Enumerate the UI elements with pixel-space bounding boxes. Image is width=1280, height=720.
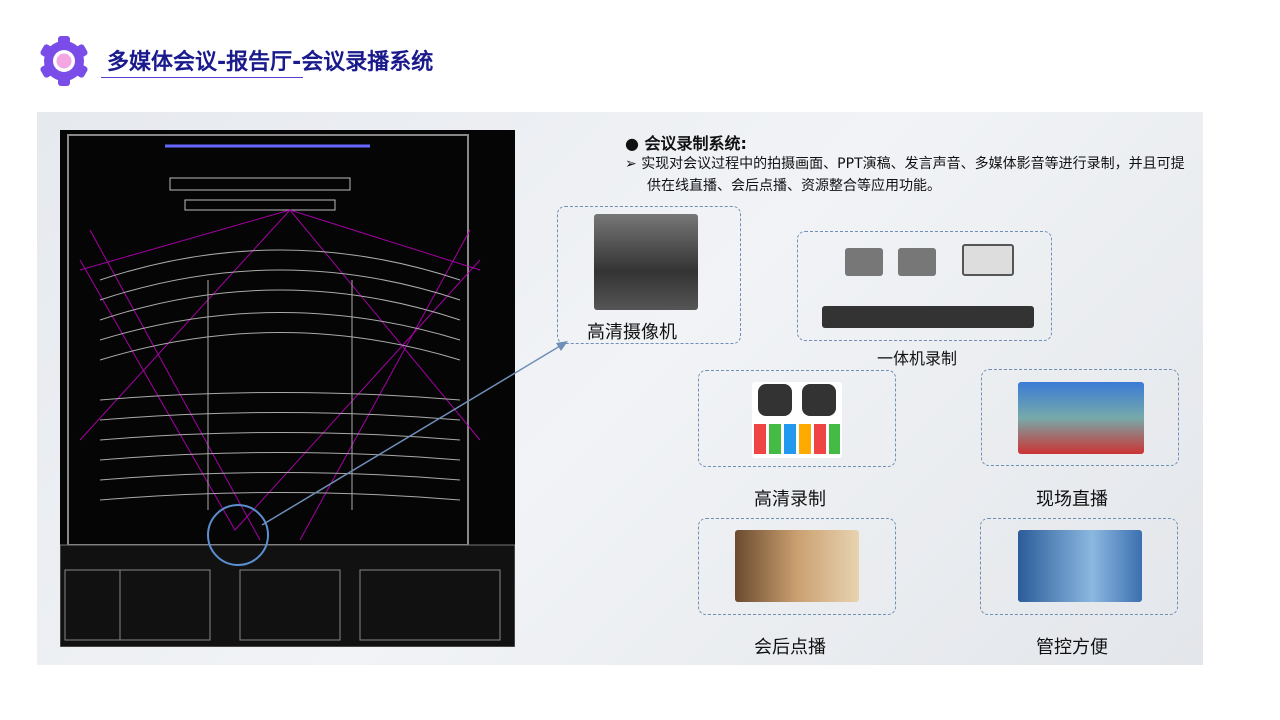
card-recorder xyxy=(797,231,1052,341)
live-label: 现场直播 xyxy=(1036,489,1108,510)
description-text: 实现对会议过程中的拍摄画面、PPT演稿、发言声音、多媒体影音等进行录制，并且可提… xyxy=(641,156,1185,194)
arrow-bullet-icon: ➢ xyxy=(625,156,642,172)
control-label: 管控方便 xyxy=(1036,637,1108,658)
hd-recording-label: 高清录制 xyxy=(754,489,826,510)
section-heading: ● 会议录制系统: xyxy=(625,130,747,154)
laptop-image xyxy=(962,244,1014,276)
title-underline xyxy=(101,77,303,78)
hd-recording-image xyxy=(752,382,842,458)
card-live xyxy=(981,369,1179,466)
recorder-device-image xyxy=(822,306,1034,328)
floor-plan-drawing xyxy=(60,130,515,647)
gear-logo-icon xyxy=(40,36,88,86)
card-hd-recording xyxy=(698,370,896,467)
live-image xyxy=(1018,382,1144,454)
bullet-icon: ● xyxy=(625,134,645,153)
camera-label: 高清摄像机 xyxy=(587,322,677,343)
page-title: 多媒体会议-报告厅-会议录播系统 xyxy=(107,50,434,75)
section-description: ➢ 实现对会议过程中的拍摄画面、PPT演稿、发言声音、多媒体影音等进行录制，并且… xyxy=(625,153,1195,197)
vod-label: 会后点播 xyxy=(754,637,826,658)
camera-2-image xyxy=(898,248,936,276)
card-camera xyxy=(557,206,741,344)
camera-1-image xyxy=(845,248,883,276)
control-image xyxy=(1018,530,1142,602)
card-vod xyxy=(698,518,896,615)
camera-image xyxy=(594,214,698,310)
card-control xyxy=(980,518,1178,615)
heading-text: 会议录制系统: xyxy=(644,134,747,153)
vod-image xyxy=(735,530,859,602)
recorder-label: 一体机录制 xyxy=(877,349,958,368)
